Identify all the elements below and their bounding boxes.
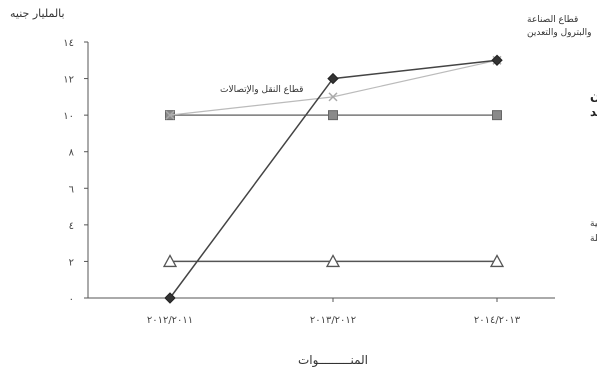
- y-ticks: ٠ ٢ ٤ ٦ ٨ ١٠ ١٢ ١٤: [63, 38, 88, 305]
- annotation-label: قطاع الاسكان: [590, 89, 597, 103]
- diamond-marker: [164, 292, 176, 304]
- square-marker: [328, 110, 338, 121]
- triangle-marker: [489, 254, 505, 268]
- y-tick-label: ٠: [69, 294, 74, 305]
- triangle-marker: [162, 254, 178, 268]
- square-marker: [492, 110, 502, 121]
- x-tick-label: ٢٠١٤/٢٠١٣: [474, 315, 521, 326]
- y-tick-label: ١٠: [63, 111, 74, 122]
- diamond-marker: [327, 72, 339, 85]
- diamond-marker: [491, 54, 503, 66]
- annotation-label: والبيئة والقوى العاملة: [590, 234, 597, 244]
- annotation-label: والتشييد: [590, 105, 597, 120]
- x-tick-label: ٢٠١٣/٢٠١٢: [310, 315, 356, 326]
- series-layer: [162, 54, 505, 304]
- annotation-label: قطاع النقل والإتصالات: [220, 85, 303, 95]
- y-tick-label: ١٢: [63, 75, 74, 86]
- x-tick-label: ٢٠١٢/٢٠١١: [147, 315, 193, 326]
- x-ticks: ٢٠١٢/٢٠١١ ٢٠١٣/٢٠١٢ ٢٠١٤/٢٠١٣: [147, 298, 521, 326]
- x-axis-label: المنـــــــــوات: [298, 353, 368, 368]
- y-tick-label: ٢: [69, 257, 74, 268]
- y-tick-label: ٨: [69, 148, 75, 159]
- annotation-label: قطاع الصناعة: [527, 15, 578, 25]
- x-marker: [328, 92, 338, 102]
- y-tick-label: ٤: [69, 221, 74, 232]
- annotation-label: والبترول والتعدين: [527, 28, 591, 38]
- y-tick-label: ١٤: [63, 38, 74, 49]
- annotation-label: قطاع الخدمات الصحية: [590, 219, 597, 229]
- annotation-layer: قطاع الصناعة والبترول والتعدين قطاع النقل …: [220, 15, 597, 244]
- triangle-marker: [325, 254, 341, 268]
- y-axis-label: بالمليار جنيه: [10, 7, 65, 20]
- x-marker: [165, 110, 175, 120]
- y-tick-label: ٦: [69, 184, 74, 195]
